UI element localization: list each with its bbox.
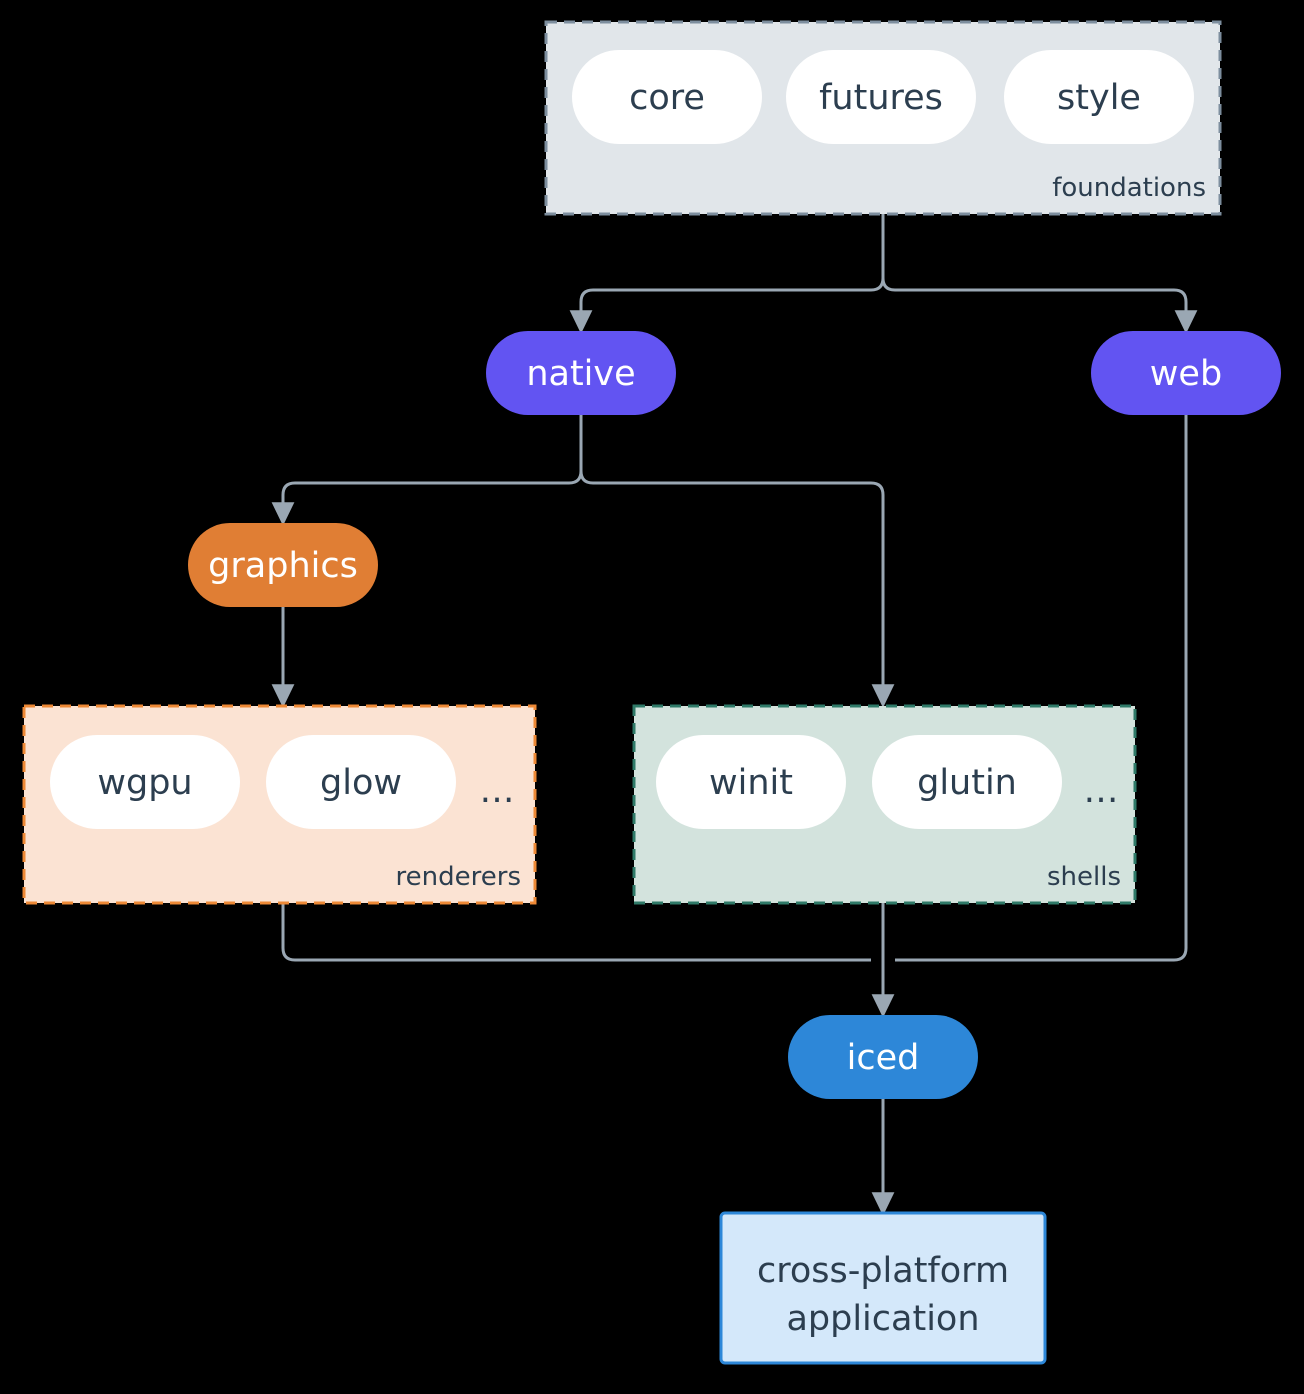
node-graphics-label: graphics [208, 546, 358, 586]
leaf-style-label: style [1057, 78, 1141, 118]
leaf-glutin-pill [872, 735, 1062, 829]
cluster-shells-label: shells [1047, 862, 1121, 892]
node-native-label: native [526, 354, 635, 394]
edge-foundations-to-native [569, 214, 885, 334]
leaf-core-pill [572, 50, 762, 144]
node-application[interactable]: cross-platform application [719, 1211, 1047, 1365]
cluster-foundations-label: foundations [1052, 173, 1206, 203]
leaf-glutin[interactable]: glutin [872, 735, 1062, 829]
leaf-wgpu-label: wgpu [97, 763, 192, 803]
node-graphics[interactable]: graphics [188, 523, 378, 607]
edge-foundations-to-web [881, 214, 1198, 334]
node-application-line2: application [786, 1299, 979, 1339]
leaf-futures-pill [786, 50, 976, 144]
leaf-style-pill [1004, 50, 1194, 144]
leaf-glow-pill [266, 735, 456, 829]
edge-native-to-shells [579, 415, 895, 708]
cluster-renderers-label: renderers [396, 862, 521, 892]
leaf-winit[interactable]: winit [656, 735, 846, 829]
leaf-futures-label: futures [819, 78, 943, 118]
shells-ellipsis: … [1084, 771, 1119, 811]
edge-web-to-iced [895, 415, 1188, 962]
nodes-layer: native web graphics iced [188, 331, 1281, 1099]
node-iced-label: iced [847, 1038, 920, 1078]
edges-layer [271, 214, 1198, 1216]
renderers-ellipsis: … [480, 771, 515, 811]
leaf-wgpu-pill [50, 735, 240, 829]
leaf-wgpu[interactable]: wgpu [50, 735, 240, 829]
node-iced-pill [788, 1015, 978, 1099]
node-application-box [719, 1211, 1047, 1365]
leaf-winit-label: winit [709, 763, 793, 803]
cluster-foundations: core futures style foundations [544, 20, 1222, 216]
node-native-pill [486, 331, 676, 415]
clusters-layer: core futures style foundations wgpu [22, 20, 1222, 905]
node-web[interactable]: web [1091, 331, 1281, 415]
node-web-pill [1091, 331, 1281, 415]
leaf-winit-pill [656, 735, 846, 829]
node-application-line1: cross-platform [757, 1251, 1009, 1291]
leaf-glow[interactable]: glow [266, 735, 456, 829]
leaf-core-label: core [629, 78, 705, 118]
leaf-glutin-label: glutin [917, 763, 1017, 803]
edge-renderers-to-iced [281, 903, 871, 962]
leaf-style[interactable]: style [1004, 50, 1194, 144]
leaf-glow-label: glow [320, 763, 402, 803]
cluster-shells: winit glutin … shells [632, 704, 1137, 905]
node-native[interactable]: native [486, 331, 676, 415]
leaf-core[interactable]: core [572, 50, 762, 144]
node-graphics-pill [188, 523, 378, 607]
edge-native-to-graphics [271, 415, 583, 526]
node-iced[interactable]: iced [788, 1015, 978, 1099]
node-web-label: web [1150, 354, 1222, 394]
leaf-futures[interactable]: futures [786, 50, 976, 144]
cluster-renderers: wgpu glow … renderers [22, 704, 537, 905]
